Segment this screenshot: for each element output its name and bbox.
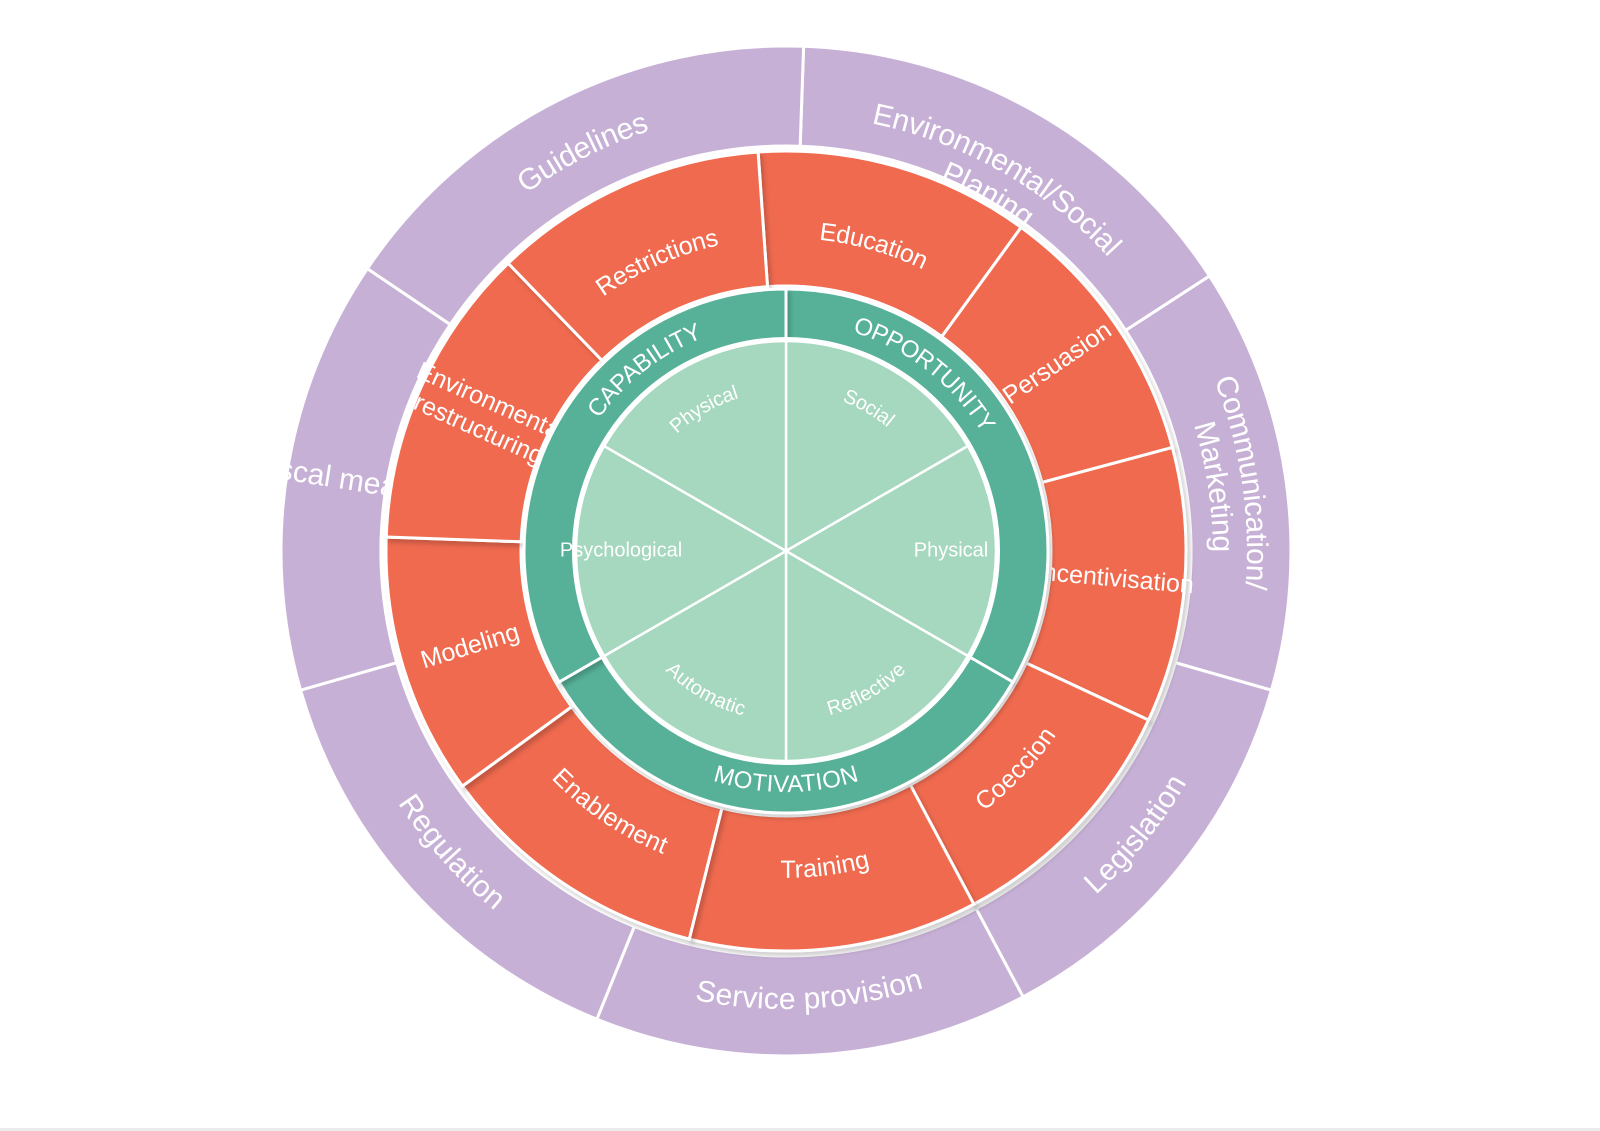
component-core: SocialPhysicalReflectiveAutomaticPsychol…	[560, 339, 998, 763]
component-wedge-reflective	[784, 548, 970, 763]
component-label-psychological: Psychological	[560, 539, 682, 561]
component-wedge-social	[784, 339, 970, 554]
intervention-sector-restrictions	[506, 150, 770, 363]
intervention-ring: EducationPersuasionIncentivisationCoecci…	[384, 149, 1195, 953]
page-bottom-rule	[0, 1128, 1600, 1131]
component-wedge-physical-capability	[602, 339, 788, 554]
component-wedge-physical-opportunity	[783, 444, 998, 658]
component-wedge-psychological	[574, 444, 789, 658]
source-inner-border	[572, 337, 1000, 765]
policy-sector-guidelines	[365, 44, 806, 327]
component-wedge-automatic	[602, 548, 788, 763]
component-label-physical-opportunity: Physical	[914, 539, 988, 561]
